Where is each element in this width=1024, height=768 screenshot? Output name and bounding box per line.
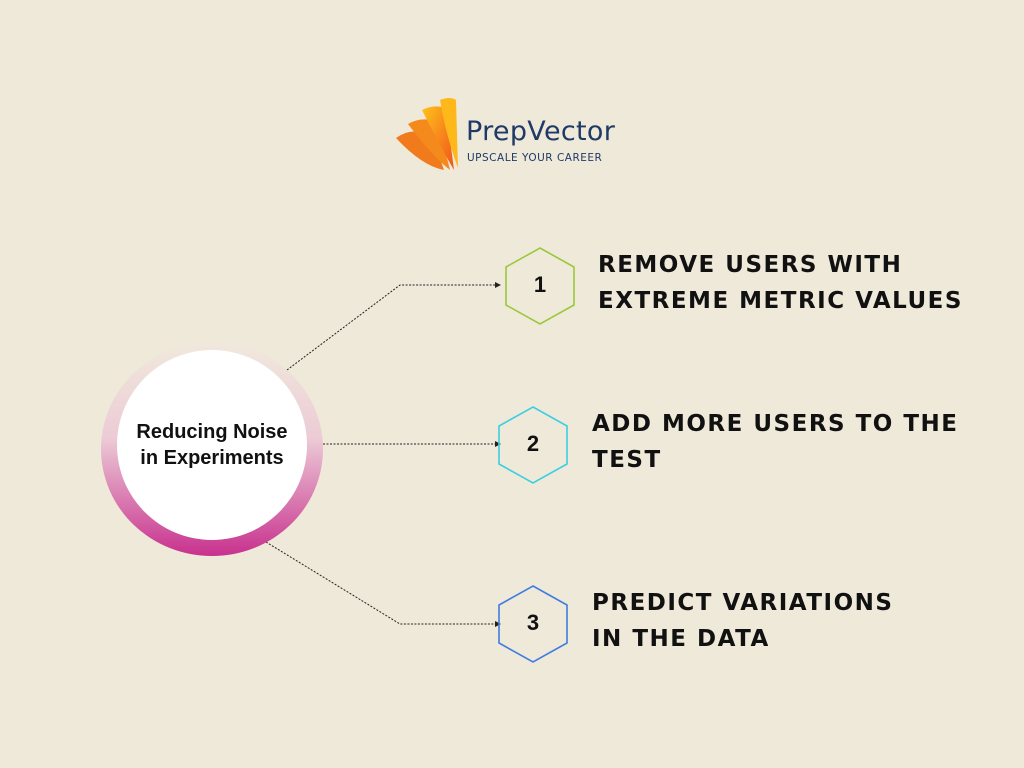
hexagon-2 (498, 406, 568, 484)
prepvector-logo-icon (396, 98, 458, 170)
step-1-line-1: REMOVE USERS WITH (598, 252, 903, 278)
step-2-line-2: TEST (592, 447, 662, 473)
step-text-3: PREDICT VARIATIONS IN THE DATA (592, 585, 992, 657)
step-3-line-2: IN THE DATA (592, 626, 770, 652)
step-3-line-1: PREDICT VARIATIONS (592, 590, 894, 616)
hexagon-1 (505, 247, 575, 325)
connector-1 (286, 282, 501, 371)
center-title: Reducing Noise in Experiments (136, 421, 288, 469)
step-2-line-1: ADD MORE USERS TO THE (592, 411, 959, 437)
step-1-line-2: EXTREME METRIC VALUES (598, 288, 963, 314)
brand-tagline: UPSCALE YOUR CAREER (467, 152, 603, 164)
step-number-1: 1 (533, 272, 547, 297)
step-text-1: REMOVE USERS WITH EXTREME METRIC VALUES (598, 247, 998, 319)
center-circle: Reducing Noise in Experiments (117, 350, 307, 540)
brand-name: PrepVector (466, 116, 616, 147)
step-number-2: 2 (526, 431, 540, 456)
step-text-2: ADD MORE USERS TO THE TEST (592, 406, 992, 478)
step-number-3: 3 (526, 610, 540, 635)
hexagon-3 (498, 585, 568, 663)
connector-3 (265, 541, 501, 627)
